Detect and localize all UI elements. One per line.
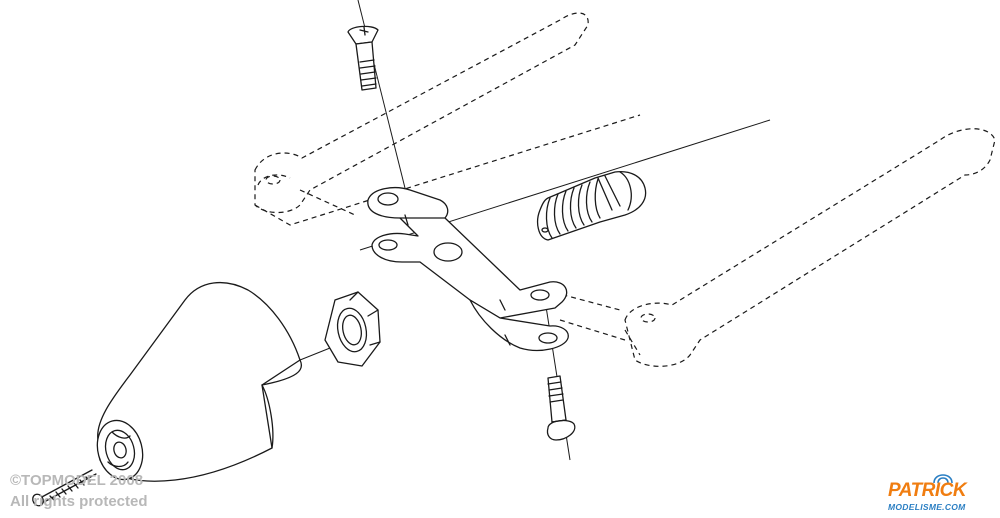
wifi-signal-icon (933, 474, 953, 484)
mounting-screw (32, 469, 97, 507)
copyright-line-2: All rights protected (10, 493, 148, 510)
logo-sub-text: MODELISME.COM (888, 502, 966, 512)
hex-nut (324, 291, 381, 367)
screw-bottom (546, 375, 576, 441)
screw-top (347, 25, 379, 91)
collet-adapter (537, 170, 647, 241)
bellcrank-arm (367, 187, 569, 352)
logo-main-text: PATRICK (888, 480, 967, 501)
copyright-watermark: ©TOPMODEL 2008 All rights protected (10, 470, 148, 512)
spinner-cone (96, 281, 302, 482)
assembly-axis-lines (249, 0, 771, 461)
copyright-line-1: ©TOPMODEL 2008 (10, 472, 144, 489)
patrick-modelisme-logo: PATRICK MODELISME.COM (888, 474, 998, 516)
